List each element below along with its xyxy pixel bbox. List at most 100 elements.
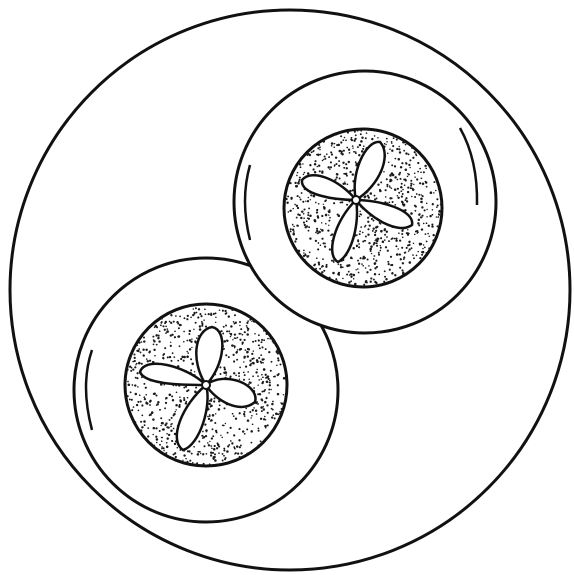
- stipple-dot: [391, 264, 393, 266]
- stipple-dot: [209, 463, 210, 464]
- stipple-dot: [330, 234, 332, 236]
- stipple-dot: [230, 376, 232, 378]
- stipple-dot: [166, 328, 168, 330]
- stipple-dot: [362, 148, 364, 150]
- stipple-dot: [159, 330, 161, 332]
- stipple-dot: [257, 384, 258, 385]
- stipple-dot: [170, 342, 171, 343]
- stipple-dot: [253, 407, 255, 409]
- stipple-dot: [234, 453, 235, 454]
- stipple-dot: [309, 154, 311, 156]
- stipple-dot: [160, 324, 162, 326]
- stipple-dot: [166, 330, 169, 333]
- stipple-dot: [357, 146, 359, 148]
- stipple-dot: [402, 142, 404, 144]
- stipple-dot: [164, 347, 166, 349]
- stipple-dot: [138, 341, 140, 343]
- stipple-dot: [317, 216, 319, 218]
- stipple-dot: [170, 360, 172, 362]
- stipple-dot: [345, 163, 347, 165]
- stipple-dot: [153, 427, 156, 430]
- stipple-dot: [190, 369, 192, 371]
- stipple-dot: [208, 444, 210, 446]
- stipple-dot: [386, 236, 388, 238]
- stipple-dot: [141, 404, 143, 406]
- stipple-dot: [237, 337, 239, 339]
- stipple-dot: [430, 191, 433, 194]
- stipple-dot: [172, 399, 174, 401]
- stipple-dot: [258, 357, 260, 359]
- stipple-dot: [349, 152, 351, 154]
- stipple-dot: [170, 314, 172, 316]
- stipple-dot: [360, 130, 362, 132]
- stipple-dot: [294, 204, 296, 206]
- stipple-dot: [179, 399, 181, 401]
- stipple-dot: [294, 240, 296, 242]
- stipple-dot: [187, 397, 189, 399]
- stipple-dot: [420, 201, 423, 204]
- stipple-dot: [355, 152, 357, 154]
- stipple-dot: [220, 373, 222, 375]
- stipple-dot: [321, 222, 322, 223]
- stipple-dot: [201, 322, 203, 324]
- stipple-dot: [209, 441, 210, 442]
- stipple-dot: [134, 360, 136, 362]
- stipple-dot: [240, 452, 242, 454]
- stipple-dot: [385, 196, 387, 198]
- stipple-dot: [417, 222, 420, 225]
- stipple-dot: [205, 435, 207, 437]
- stipple-dot: [338, 160, 340, 162]
- stipple-dot: [127, 369, 129, 371]
- stipple-dot: [222, 424, 224, 426]
- stipple-dot: [303, 222, 305, 224]
- stipple-dot: [364, 240, 366, 242]
- stipple-dot: [190, 316, 192, 318]
- stipple-dot: [377, 237, 379, 239]
- stipple-dot: [361, 136, 363, 138]
- stipple-dot: [362, 265, 364, 267]
- stipple-dot: [428, 225, 430, 227]
- stipple-dot: [387, 153, 389, 155]
- stipple-dot: [420, 197, 423, 200]
- stipple-dot: [429, 215, 431, 217]
- stipple-dot: [221, 437, 223, 439]
- stipple-dot: [299, 163, 302, 166]
- stipple-dot: [415, 231, 417, 233]
- stipple-dot: [310, 199, 311, 200]
- stipple-dot: [402, 262, 404, 264]
- stipple-dot: [261, 391, 263, 393]
- stipple-dot: [234, 323, 236, 325]
- stipple-dot: [135, 364, 136, 365]
- stipple-dot: [261, 382, 263, 384]
- stipple-dot: [138, 362, 141, 365]
- stipple-dot: [385, 144, 386, 145]
- stipple-dot: [407, 173, 408, 174]
- stipple-dot: [134, 421, 136, 423]
- stipple-dot: [193, 308, 195, 310]
- stipple-dot: [412, 157, 414, 159]
- stipple-dot: [418, 194, 420, 196]
- stipple-dot: [239, 412, 241, 414]
- stipple-dot: [388, 240, 390, 242]
- stipple-dot: [204, 424, 206, 426]
- stipple-dot: [344, 181, 345, 182]
- stipple-dot: [187, 389, 189, 391]
- stipple-dot: [346, 273, 348, 275]
- stipple-dot: [305, 200, 306, 201]
- stipple-dot: [153, 344, 155, 346]
- stipple-dot: [173, 356, 175, 358]
- stipple-dot: [408, 241, 410, 243]
- stipple-dot: [277, 393, 280, 396]
- stipple-dot: [253, 320, 255, 322]
- stipple-dot: [374, 234, 376, 236]
- stipple-dot: [428, 247, 430, 249]
- stipple-dot: [409, 167, 411, 169]
- stipple-dot: [324, 155, 326, 157]
- stipple-dot: [409, 159, 411, 161]
- stipple-dot: [132, 368, 134, 370]
- stipple-dot: [346, 147, 348, 149]
- stipple-dot: [249, 382, 251, 384]
- stipple-dot: [362, 232, 364, 234]
- stipple-dot: [249, 411, 251, 413]
- stipple-dot: [177, 360, 179, 362]
